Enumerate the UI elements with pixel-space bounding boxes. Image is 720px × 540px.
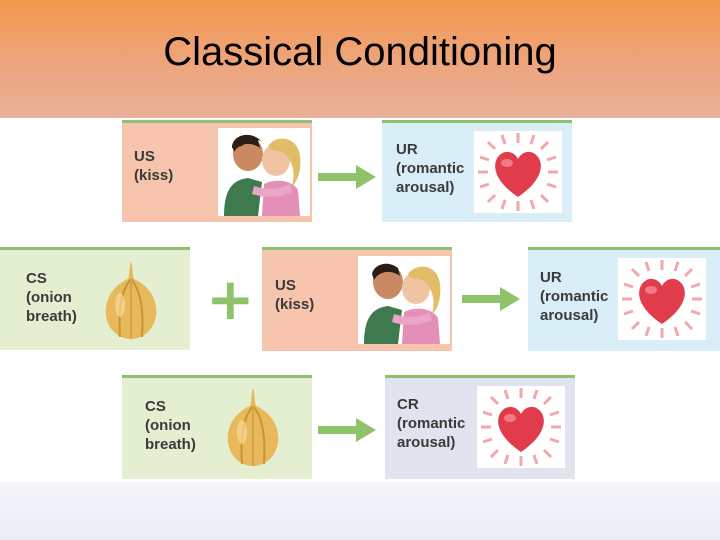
right-arrow-icon-2 xyxy=(462,287,520,311)
ur-desc-2b: arousal) xyxy=(540,307,599,324)
cs-label: CS (onion breath) xyxy=(26,269,77,326)
cr-label: CR (romantic arousal) xyxy=(397,395,465,452)
cs-desc-2: breath) xyxy=(26,308,77,325)
us-desc: (kiss) xyxy=(134,167,174,184)
onion-image-2 xyxy=(227,388,279,466)
cr-abbr: CR xyxy=(397,396,419,413)
ur-desc-1: (romantic xyxy=(396,160,465,177)
us-abbr: US xyxy=(134,148,155,165)
ur-desc-2: arousal) xyxy=(396,179,455,196)
cr-desc-2: arousal) xyxy=(397,434,456,451)
heart-image-2 xyxy=(618,258,706,340)
kissing-couple-image xyxy=(218,128,310,216)
us-label-2: US (kiss) xyxy=(275,276,314,314)
plus-icon: + xyxy=(206,265,255,333)
right-arrow-icon-3 xyxy=(318,418,376,442)
ur-abbr-2: UR xyxy=(540,269,562,286)
cs-abbr: CS xyxy=(26,270,47,287)
page-title: Classical Conditioning xyxy=(163,30,557,74)
ur-label: UR (romantic arousal) xyxy=(396,140,464,197)
cs-desc-1: (onion xyxy=(26,289,72,306)
cs-label-3: CS (onion breath) xyxy=(145,397,196,454)
ur-label-2: UR (romantic arousal) xyxy=(540,268,608,325)
cs-onion-box xyxy=(0,247,190,350)
cs-abbr-3: CS xyxy=(145,398,166,415)
title-banner xyxy=(0,0,720,118)
cr-desc-1: (romantic xyxy=(397,415,466,432)
footer-band xyxy=(0,482,720,540)
us-desc-2: (kiss) xyxy=(275,296,315,313)
onion-image xyxy=(105,261,157,339)
us-abbr-2: US xyxy=(275,277,296,294)
ur-abbr: UR xyxy=(396,141,418,158)
cs-desc-3a: (onion xyxy=(145,417,191,434)
heart-image-3 xyxy=(477,386,565,468)
cs-onion-box-3 xyxy=(122,375,312,479)
cs-desc-3b: breath) xyxy=(145,436,196,453)
us-label: US (kiss) xyxy=(134,147,173,185)
ur-desc-2a: (romantic xyxy=(540,288,609,305)
right-arrow-icon xyxy=(318,165,376,189)
heart-image xyxy=(474,131,562,213)
kissing-couple-image-2 xyxy=(358,256,450,344)
